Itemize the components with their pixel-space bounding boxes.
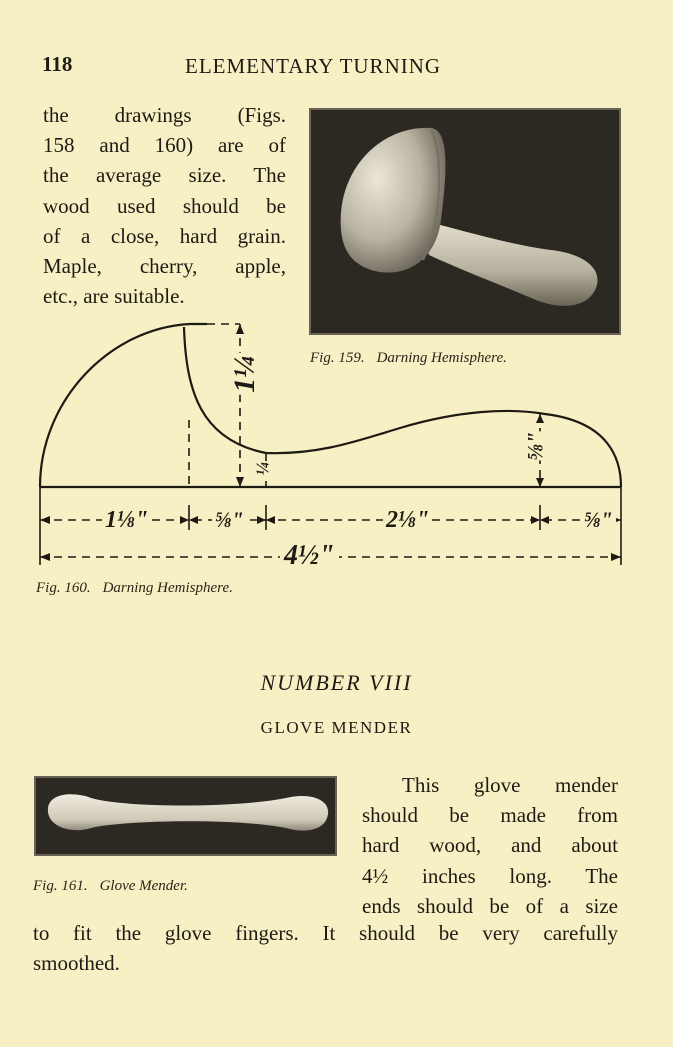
section-title: NUMBER VIII xyxy=(260,670,413,695)
darning-hemisphere-illustration xyxy=(311,110,619,333)
running-title: ELEMENTARY TURNING xyxy=(185,54,442,78)
intro-line: the average size. The xyxy=(43,163,286,188)
section-subtitle: GLOVE MENDER xyxy=(260,718,413,737)
glove-mender-paragraph: This glove mender should be made from ha… xyxy=(362,770,618,921)
intro-line: 158 and 160) are of xyxy=(43,133,286,158)
intro-paragraph: the drawings (Figs. 158 and 160) are of … xyxy=(43,100,286,311)
body-line: ends should be of a size xyxy=(362,893,618,918)
fig159-caption: Fig. 159. Darning Hemisphere. xyxy=(310,350,507,367)
closing-line: smoothed. xyxy=(33,951,120,976)
darning-hemisphere-photo xyxy=(309,108,621,335)
dim-seg3-label: 2⅛" xyxy=(383,507,433,534)
body-line: This glove mender xyxy=(402,773,618,797)
body-line: hard wood, and about xyxy=(362,833,618,858)
intro-line: of a close, hard grain. xyxy=(43,223,286,248)
fig159-title: Darning Hemisphere. xyxy=(376,350,507,366)
dome-outline xyxy=(38,322,207,488)
glove-mender-illustration xyxy=(36,778,335,854)
fig160-number: Fig. 160. xyxy=(36,580,91,596)
intro-line: the drawings (Figs. xyxy=(43,103,286,127)
body-line: should be made from xyxy=(362,803,618,828)
fig159-number: Fig. 159. xyxy=(310,350,365,366)
fig161-number: Fig. 161. xyxy=(33,878,88,894)
closing-line: to fit the glove fingers. It should be v… xyxy=(33,921,618,945)
dim-height-label: 1¼ xyxy=(227,353,262,395)
page-number: 118 xyxy=(42,52,73,76)
dim-seg1-label: 1⅛" xyxy=(102,507,152,534)
dim-seg4-label: ⅝" xyxy=(581,507,616,533)
fig160-drawing xyxy=(38,322,623,565)
intro-line: Maple, cherry, apple, xyxy=(43,254,286,279)
dim-end-height-label: ⅝" xyxy=(522,431,549,461)
closing-paragraph: to fit the glove fingers. It should be v… xyxy=(33,918,618,978)
dim-overall-label: 4½" xyxy=(280,540,339,572)
body-line: 4½ inches long. The xyxy=(362,863,618,888)
fig161-title: Glove Mender. xyxy=(99,878,188,894)
fig160-caption: Fig. 160. Darning Hemisphere. xyxy=(36,580,233,597)
dim-seg2-label: ⅝" xyxy=(212,507,247,533)
neck-and-handle-outline xyxy=(182,326,623,488)
fig160-title: Darning Hemisphere. xyxy=(102,580,233,596)
intro-line: wood used should be xyxy=(43,193,286,218)
fig161-caption: Fig. 161. Glove Mender. xyxy=(33,878,188,895)
glove-mender-photo xyxy=(34,776,337,856)
dim-neck-label: ¼ xyxy=(252,461,274,476)
intro-line: etc., are suitable. xyxy=(43,284,185,309)
